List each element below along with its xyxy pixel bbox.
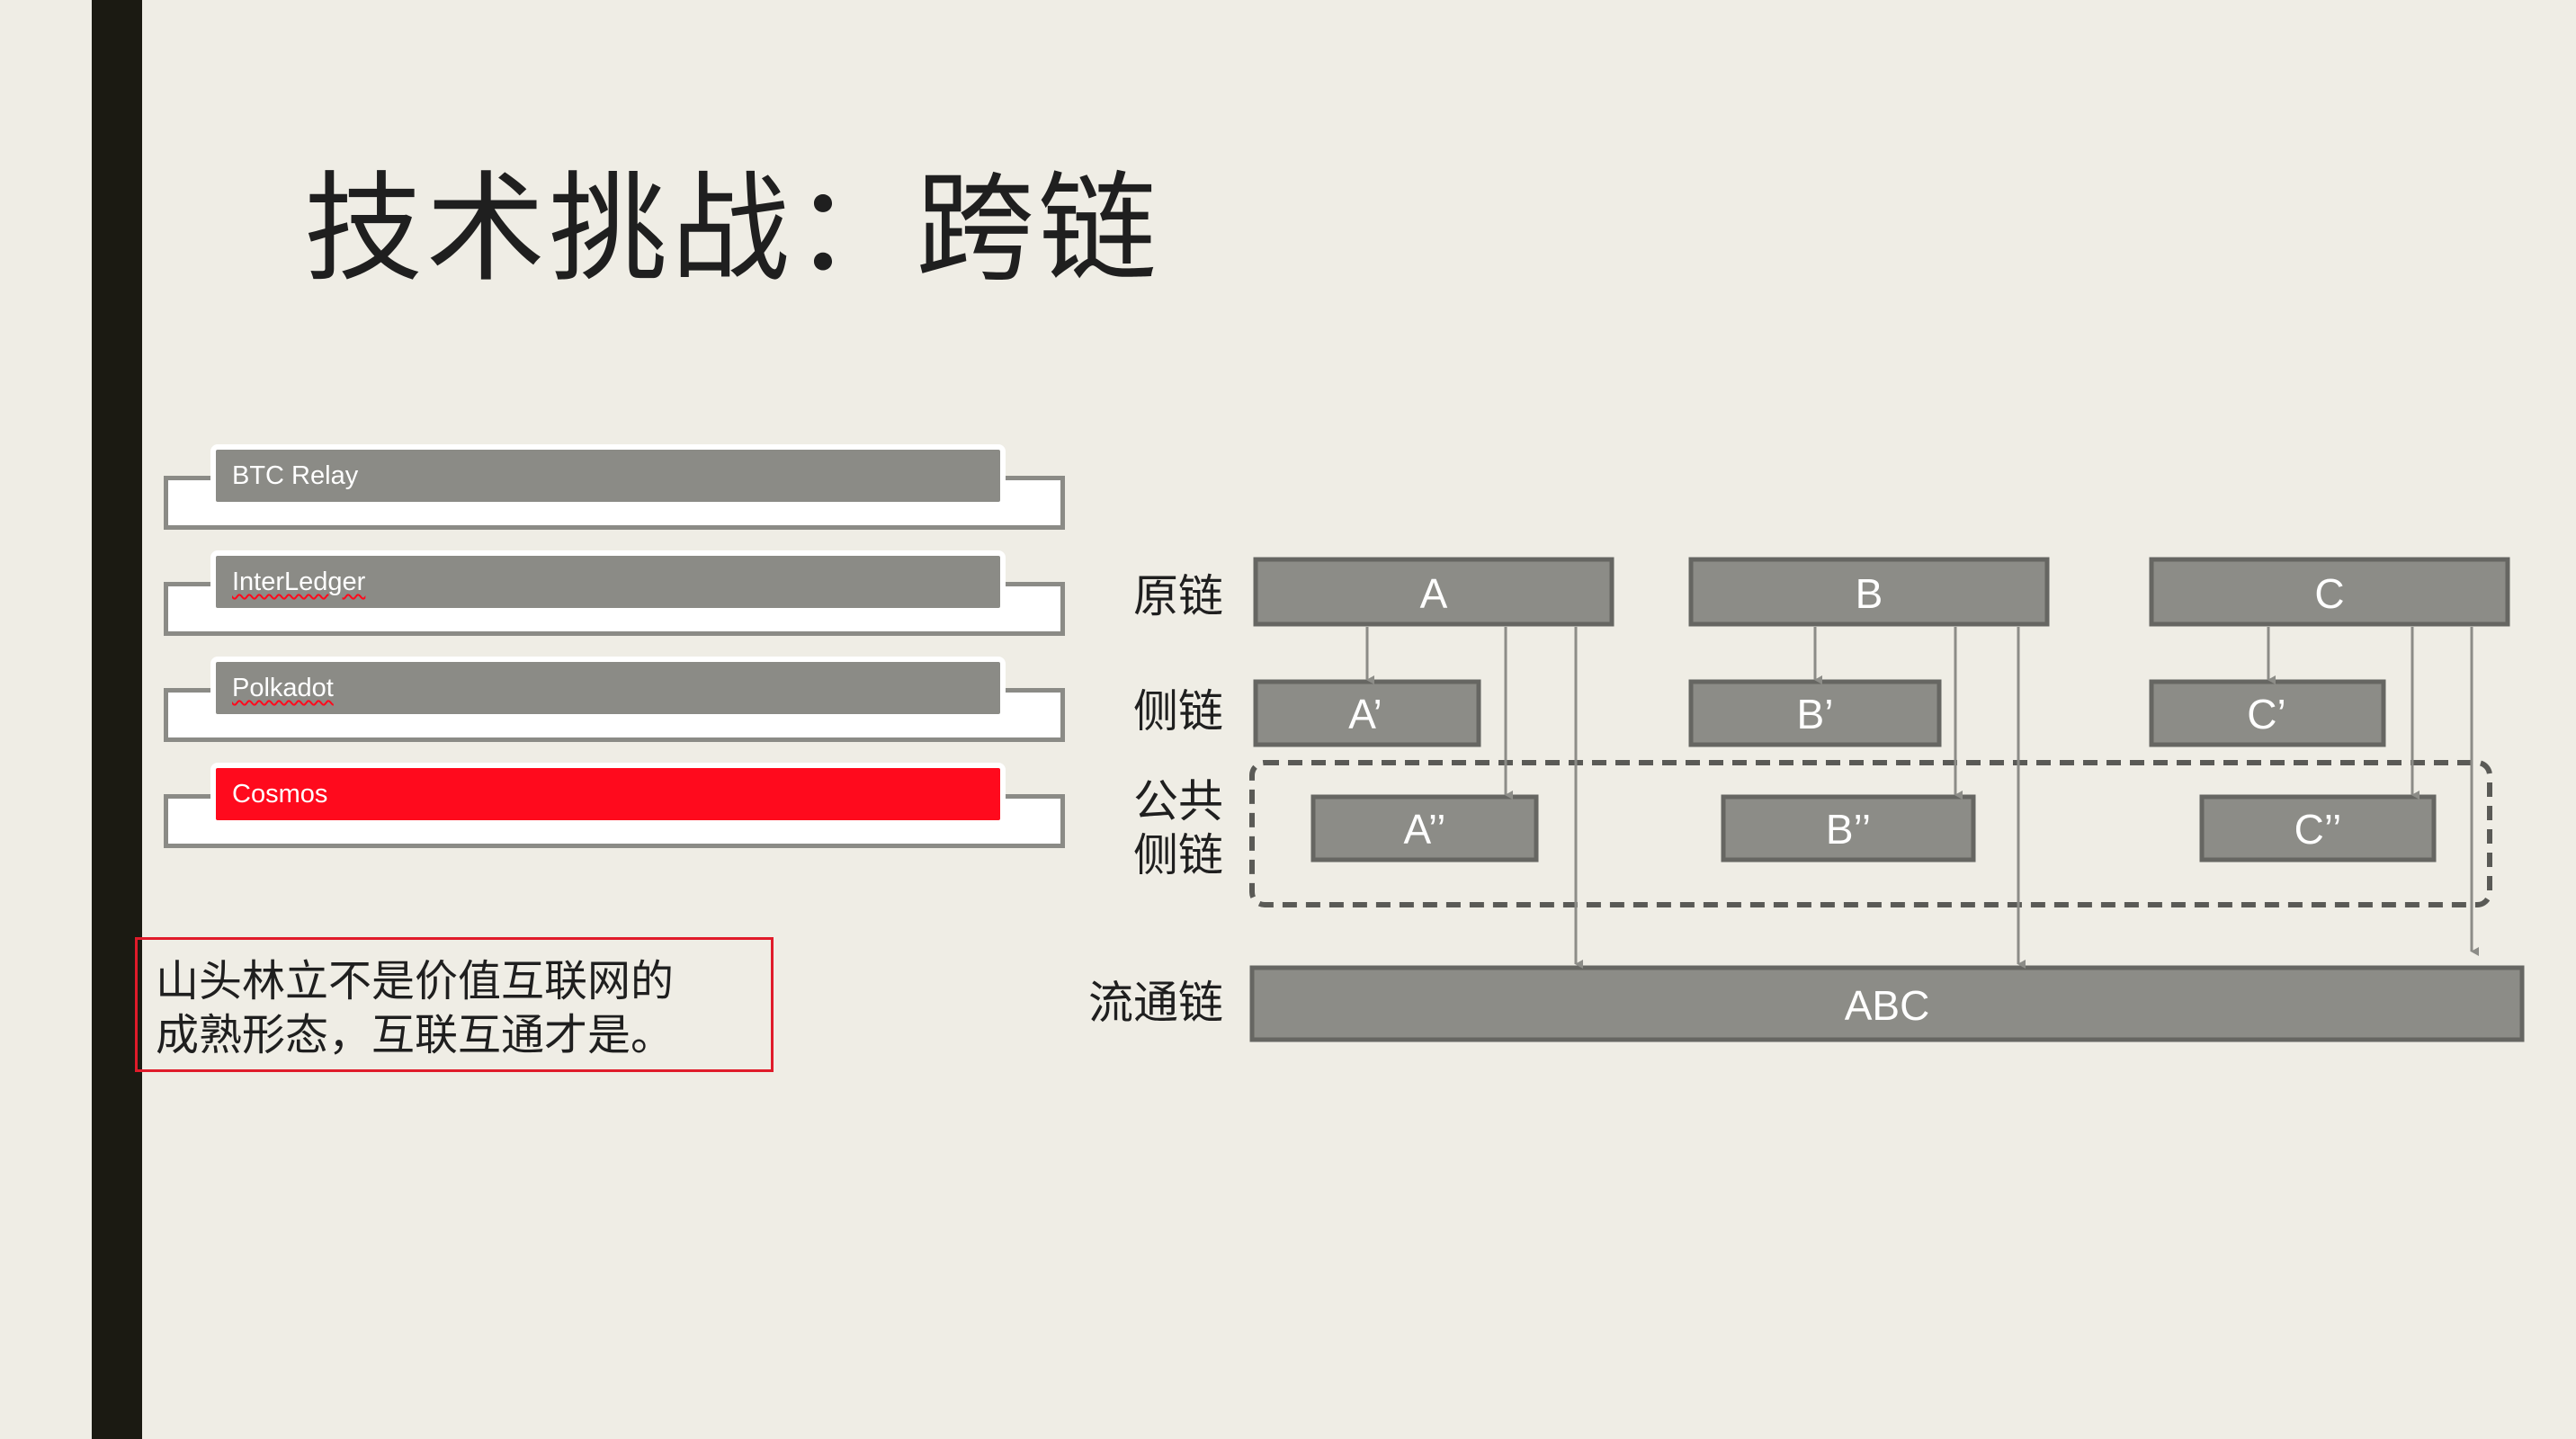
list-item-label: Polkadot — [210, 657, 1006, 720]
list-item-label: InterLedger — [210, 550, 1006, 613]
side-chain-b: B’ — [1688, 679, 1942, 747]
public-side-chain-c: C’’ — [2199, 794, 2437, 863]
list-item-polkadot[interactable]: Polkadot — [164, 657, 1070, 755]
original-chain-c-label: C — [2314, 570, 2344, 617]
row-label-original-chain: 原链 — [1133, 570, 1223, 622]
public-side-chain-b-label: B’’ — [1826, 806, 1871, 853]
public-side-chain-c-label: C’’ — [2294, 806, 2342, 853]
public-side-chain-container — [1249, 760, 2492, 907]
left-accent-bar — [92, 0, 142, 1439]
note-line-1: 山头林立不是价值互联网的 — [156, 956, 675, 1006]
public-side-chain-a: A’’ — [1310, 794, 1539, 863]
list-item-label: Cosmos — [210, 763, 1006, 826]
original-chain-a-label: A — [1420, 570, 1448, 617]
note-box: 山头林立不是价值互联网的 成熟形态，互联互通才是。 — [135, 937, 774, 1072]
list-item-interledger[interactable]: InterLedger — [164, 550, 1070, 649]
row-label-circulation-chain: 流通链 — [1088, 977, 1223, 1029]
spellcheck-underlined-text: InterLedger — [232, 568, 366, 596]
side-chain-a-label: A’ — [1348, 691, 1382, 737]
row-label-public-side-line-2: 侧链 — [1133, 829, 1223, 881]
original-chain-a: A — [1253, 557, 1614, 627]
circulation-chain-label: ABC — [1845, 982, 1930, 1029]
circulation-chain: ABC — [1249, 965, 2525, 1042]
row-label-public-side-line-1: 公共 — [1133, 775, 1223, 827]
list-item-label: BTC Relay — [210, 444, 1006, 507]
side-chain-b-label: B’ — [1797, 691, 1834, 737]
public-side-chain-b: B’’ — [1721, 794, 1976, 863]
list-item-btc-relay[interactable]: BTC Relay — [164, 444, 1070, 543]
original-chain-b-label: B — [1856, 570, 1883, 617]
side-chain-c: C’ — [2149, 679, 2386, 747]
public-side-chain-a-label: A’’ — [1404, 806, 1446, 853]
spellcheck-underlined-text: Polkadot — [232, 674, 334, 702]
original-chain-b: B — [1688, 557, 2050, 627]
list-item-cosmos[interactable]: Cosmos — [164, 763, 1070, 862]
side-chain-a: A’ — [1253, 679, 1481, 747]
slide-title: 技术挑战：跨链 — [304, 160, 1160, 299]
side-chain-c-label: C’ — [2247, 691, 2285, 737]
row-label-side-chain: 侧链 — [1133, 685, 1223, 737]
note-line-2: 成熟形态，互联互通才是。 — [156, 1010, 675, 1060]
original-chain-c: C — [2149, 557, 2510, 627]
